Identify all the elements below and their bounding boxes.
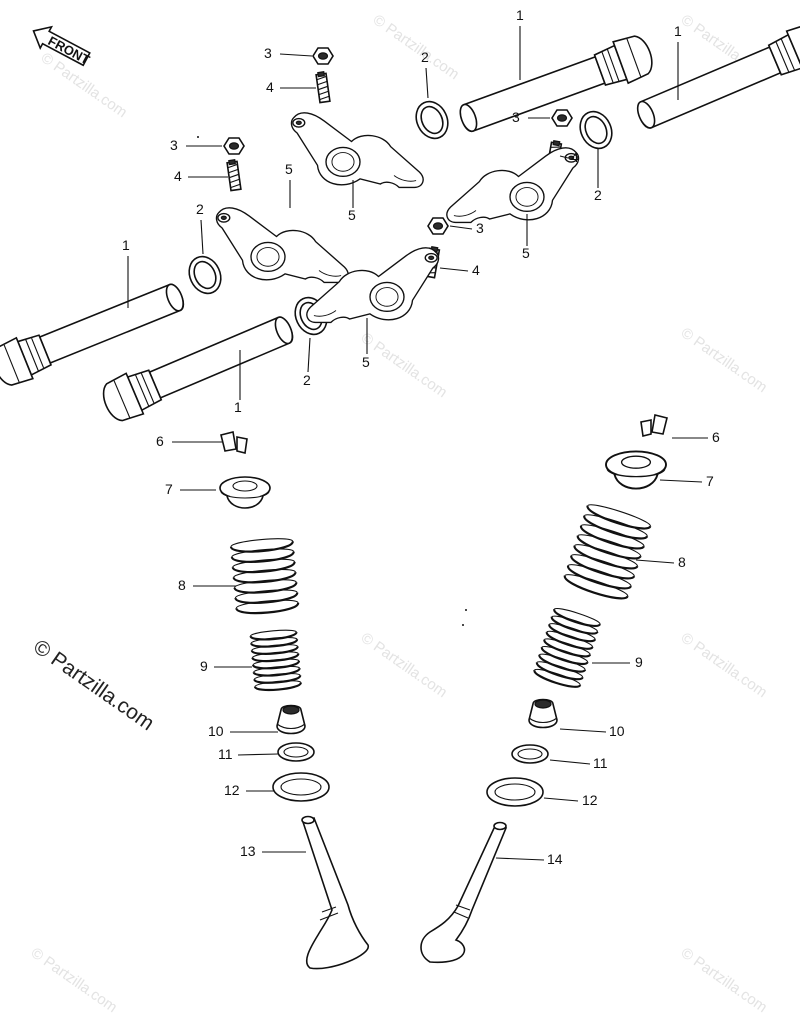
lock-nut	[551, 109, 573, 127]
callout-number: 7	[165, 481, 173, 497]
callout-number: 2	[303, 372, 311, 388]
rocker-arm	[215, 207, 349, 284]
callout-number: 11	[218, 746, 233, 762]
callout-number: 3	[170, 137, 178, 153]
callout-number: 7	[706, 473, 714, 489]
callout-number: 6	[156, 433, 164, 449]
leader-line	[307, 337, 311, 373]
watermark-faint: © Partzilla.com	[358, 329, 451, 401]
valve-stem-seal	[276, 704, 306, 735]
watermark-faint: © Partzilla.com	[678, 944, 771, 1015]
spring-retainer	[219, 476, 271, 509]
callout-number: 5	[522, 245, 530, 261]
callout-number: 5	[348, 207, 356, 223]
leader-line	[439, 267, 469, 272]
callout-number: 2	[594, 187, 602, 203]
callout-number: 4	[571, 149, 579, 165]
watermark-faint: © Partzilla.com	[370, 11, 463, 83]
leader-line	[559, 728, 607, 733]
leader-line	[200, 219, 204, 255]
callout-number: 1	[674, 23, 682, 39]
callout-number: 10	[609, 723, 625, 739]
leader-line	[425, 67, 429, 99]
shaft-o-ring	[182, 250, 228, 300]
callout-number: 1	[122, 237, 130, 253]
outer-valve-spring	[563, 504, 652, 600]
watermark-faint: © Partzilla.com	[28, 944, 121, 1015]
exhaust-valve	[420, 821, 508, 964]
callout-number: 1	[234, 399, 242, 415]
lock-nut	[312, 47, 334, 65]
shaft-o-ring	[409, 95, 455, 145]
callout-number: 4	[174, 168, 182, 184]
adjusting-screw	[315, 70, 331, 104]
leader-line	[237, 753, 279, 756]
valve-keeper	[640, 414, 668, 437]
callout-number: 11	[593, 755, 608, 771]
valve-keeper	[220, 431, 248, 454]
leader-line	[659, 479, 703, 483]
watermark-main: © Partzilla.com	[29, 635, 158, 735]
callout-number: 3	[512, 109, 520, 125]
callout-number: 12	[224, 782, 240, 798]
lock-nut	[427, 217, 449, 235]
valve-stem-seal	[528, 698, 558, 729]
spring-retainer	[605, 450, 667, 490]
watermark-faint: © Partzilla.com	[678, 324, 771, 396]
leader-line	[559, 155, 569, 159]
spring-seat-washer	[511, 744, 549, 764]
callout-number: 13	[240, 843, 256, 859]
leader-line	[279, 53, 313, 57]
leader-line	[543, 797, 579, 802]
spring-seat-washer	[277, 742, 315, 762]
callout-number: 8	[178, 577, 186, 593]
inner-valve-spring	[249, 629, 302, 692]
rocker-arm	[446, 147, 580, 224]
callout-number: 3	[476, 220, 484, 236]
callout-number: 10	[208, 723, 224, 739]
adjusting-screw	[226, 158, 242, 192]
leader-line	[449, 225, 473, 230]
callout-number: 3	[264, 45, 272, 61]
valve-seat-washer	[486, 777, 544, 807]
leader-line	[495, 857, 545, 861]
shaft-o-ring	[573, 105, 619, 155]
watermark-faint: © Partzilla.com	[678, 629, 771, 701]
rocker-arm	[290, 112, 424, 189]
callout-number: 2	[421, 49, 429, 65]
intake-valve	[301, 815, 369, 970]
callout-number: 5	[362, 354, 370, 370]
callout-number: 2	[196, 201, 204, 217]
outer-valve-spring	[229, 538, 300, 615]
callout-number: 1	[516, 7, 524, 23]
callout-number: 5	[285, 161, 293, 177]
callout-number: 12	[582, 792, 598, 808]
callout-number: 4	[472, 262, 480, 278]
callout-number: 4	[266, 79, 274, 95]
leader-line	[549, 759, 591, 765]
valve-seat-washer	[272, 772, 330, 802]
leader-line	[635, 559, 675, 564]
callout-number: 9	[635, 654, 643, 670]
watermark-faint: © Partzilla.com	[358, 629, 451, 701]
callout-number: 6	[712, 429, 720, 445]
lock-nut	[223, 137, 245, 155]
inner-valve-spring	[533, 607, 602, 688]
callout-number: 14	[547, 851, 563, 867]
callout-number: 9	[200, 658, 208, 674]
callout-number: 8	[678, 554, 686, 570]
